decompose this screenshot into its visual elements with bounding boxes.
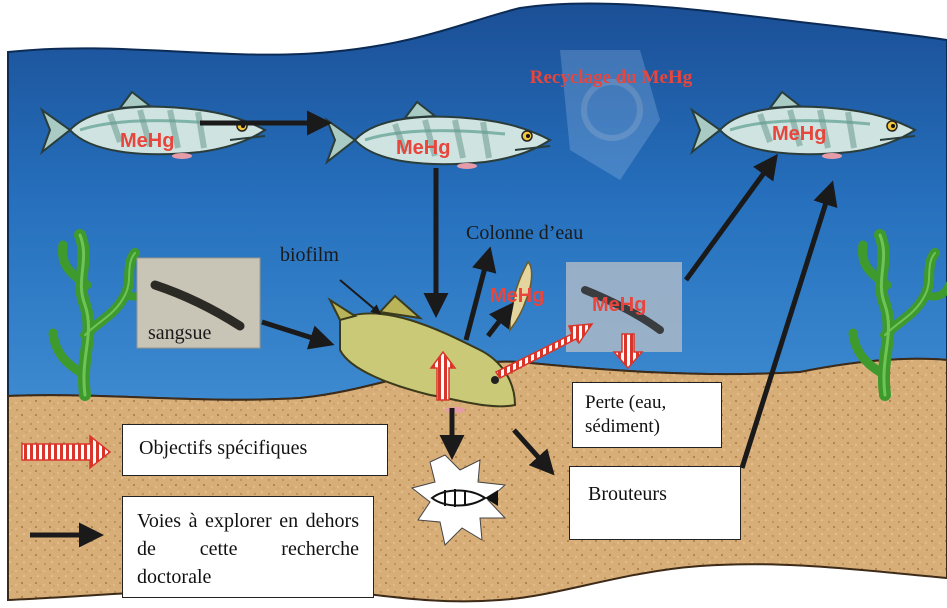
grazers-box: Brouteurs	[569, 466, 741, 540]
mehg-label-photo: MeHg	[592, 294, 646, 317]
recycling-label: Recyclage du MeHg	[526, 66, 696, 90]
mehg-label-pike-3: MeHg	[772, 123, 826, 146]
legend-other-pathways-text: Voies à explorer en dehors de cette rech…	[137, 510, 359, 588]
leech-label: sangsue	[148, 322, 211, 345]
legend-specific-objectives-text: Objectifs spécifiques	[139, 437, 307, 459]
loss-box: Perte (eau, sédiment)	[572, 382, 722, 448]
biofilm-label: biofilm	[280, 244, 339, 267]
loss-box-text: Perte (eau, sédiment)	[585, 392, 666, 437]
legend-other-pathways: Voies à explorer en dehors de cette rech…	[122, 496, 374, 598]
mehg-label-pike-1: MeHg	[120, 130, 174, 153]
grazers-box-text: Brouteurs	[588, 483, 667, 505]
mehg-label-pike-2: MeHg	[396, 137, 450, 160]
mehg-label-larva: MeHg	[490, 285, 544, 308]
water-column-label: Colonne d’eau	[466, 222, 583, 245]
legend-specific-objectives: Objectifs spécifiques	[122, 424, 388, 476]
